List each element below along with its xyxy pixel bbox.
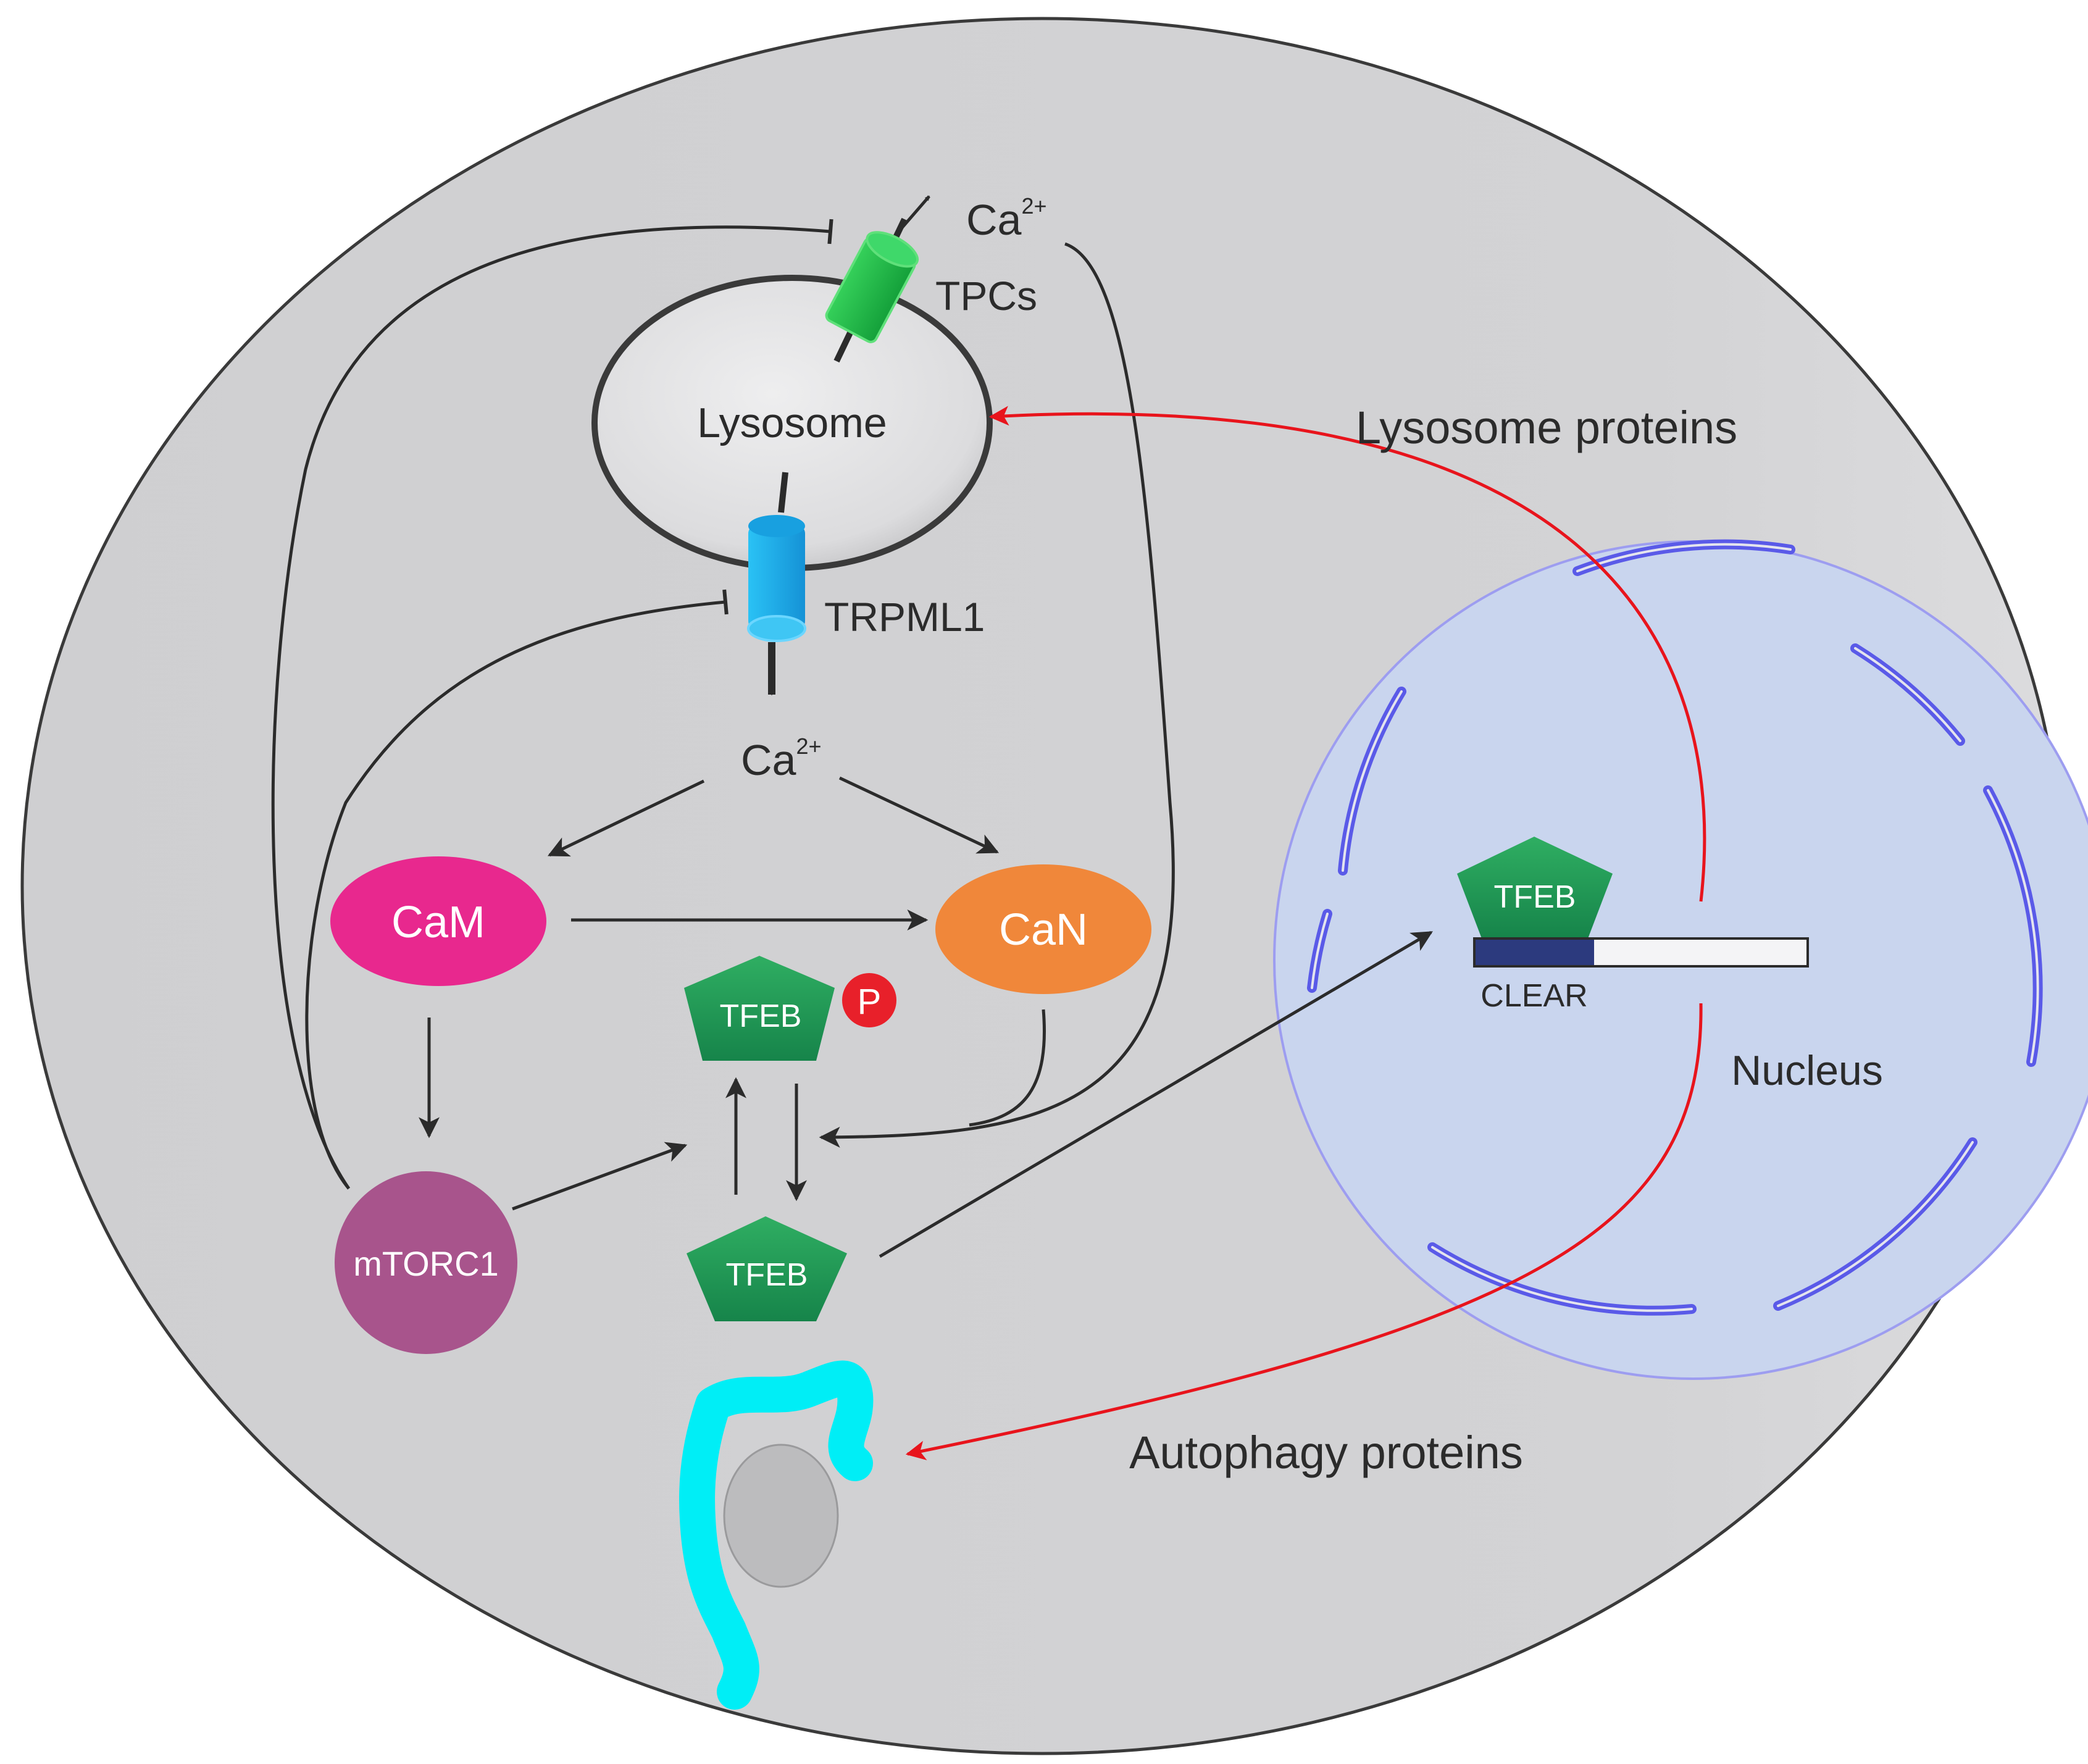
phospho-label: P [858, 982, 882, 1022]
ca-top-to-tfeb-line [819, 242, 1175, 1148]
clear-label: CLEAR [1480, 978, 1587, 1014]
can-to-tfeb-line [969, 1009, 1046, 1127]
lysosome-proteins-label: Lysosome proteins [1356, 402, 1737, 453]
autophagosome [679, 1360, 874, 1710]
tfeb-nuclear-translocation-arrow [879, 930, 1433, 1258]
tfeb-nuclear-label: TFEB [1494, 879, 1576, 915]
tpc-channel [825, 195, 930, 363]
ca-mid-label: Ca2+ [741, 734, 822, 784]
can-label: CaN [999, 905, 1088, 955]
mtorc1-inhibits-tpcs [271, 219, 833, 1190]
tpcs-label: TPCs [935, 273, 1037, 319]
cam-label: CaM [391, 898, 485, 947]
tfeb-label: TFEB [726, 1257, 808, 1293]
autophagy-proteins-label: Autophagy proteins [1129, 1427, 1523, 1478]
phospho-badge [842, 973, 896, 1027]
mtorc1-inhibits-trpml1 [305, 589, 729, 1190]
nucleus-label: Nucleus [1731, 1047, 1883, 1094]
autophagy-proteins-arrow [905, 1003, 1703, 1460]
tfeb-cytoplasmic: TFEB [687, 1216, 847, 1321]
ca-to-cam-arrow [547, 779, 705, 857]
ca-to-can-arrow [838, 776, 1000, 854]
lysosome-proteins-arrow [988, 406, 1706, 902]
trpml1-channel [747, 472, 806, 696]
can-node [935, 864, 1151, 994]
cam-node [330, 856, 546, 986]
trpml1-label: TRPML1 [824, 594, 985, 640]
mtorc1-to-tfeb-arrow [512, 1142, 688, 1211]
tfeb-nuclear: TFEB [1457, 837, 1613, 938]
lysosome-label: Lysosome [697, 399, 887, 446]
mtorc1-label: mTORC1 [353, 1244, 498, 1283]
ca-top-label: Ca2+ [966, 193, 1047, 244]
tfeb-phosphorylated: TFEB P [684, 956, 896, 1061]
tfeb-phos-label: TFEB [720, 998, 802, 1034]
mtorc1-node [335, 1171, 517, 1354]
clear-element [1473, 937, 1809, 968]
